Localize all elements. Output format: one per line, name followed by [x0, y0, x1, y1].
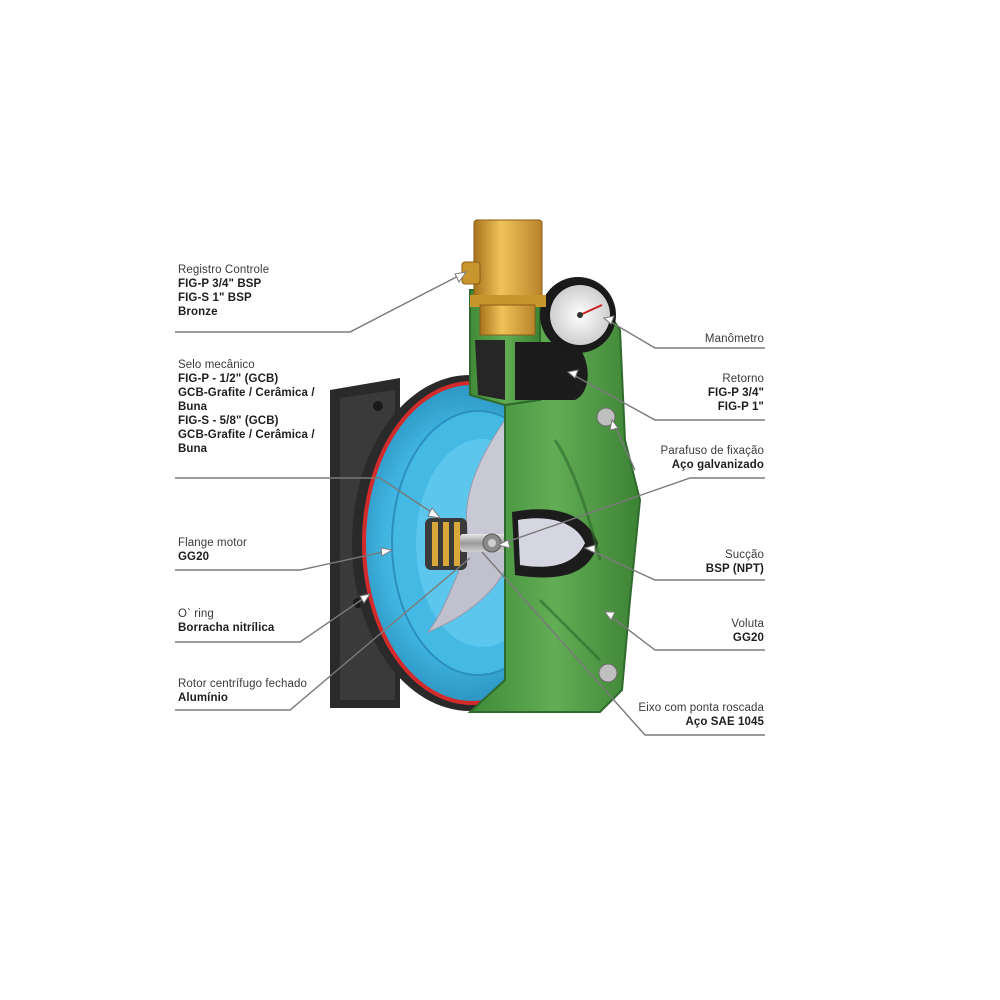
fixing-bolt-top	[596, 407, 616, 427]
label-manometro: Manômetro	[704, 333, 764, 345]
leader-arrowheads	[359, 271, 619, 621]
leader-lines	[175, 271, 765, 736]
label-retorno: Retorno FIG-P 3/4" FIG-P 1"	[707, 373, 764, 413]
label-selo-mecanico: Selo mecânico FIG-P - 1/2" (GCB) GCB-Gra…	[178, 359, 315, 455]
pressure-gauge	[540, 277, 616, 353]
label-voluta: Voluta GG20	[731, 618, 764, 644]
label-registro-controle: Registro Controle FIG-P 3/4" BSP FIG-S 1…	[178, 264, 270, 318]
label-o-ring: O` ring Borracha nitrílica	[178, 608, 275, 634]
mechanical-seal	[425, 518, 467, 570]
control-valve	[461, 219, 546, 336]
volute	[467, 289, 642, 713]
label-succao: Sucção BSP (NPT)	[705, 549, 764, 575]
label-rotor: Rotor centrífugo fechado Alumínio	[178, 678, 307, 704]
label-flange-motor: Flange motor GG20	[178, 537, 247, 563]
label-eixo: Eixo com ponta roscada Aço SAE 1045	[638, 702, 764, 728]
fixing-bolt-bottom	[598, 663, 618, 683]
label-parafuso: Parafuso de fixação Aço galvanizado	[660, 445, 764, 471]
